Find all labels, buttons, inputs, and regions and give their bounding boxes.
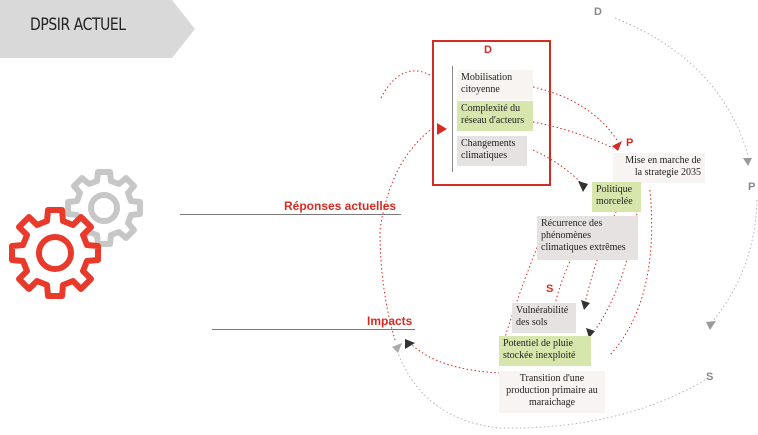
stage-d-outer: D (594, 6, 602, 18)
impacts-line (212, 329, 415, 330)
outer-arc-dp (614, 17, 749, 156)
arrow-complex-p (532, 121, 614, 149)
arrow-head-impact (405, 339, 415, 349)
arrow-response-loop (379, 127, 434, 341)
driver-box-complexite: Complexité du réseau d'acteurs (457, 101, 533, 131)
pressure-box-strategie: Mise en marche de la strategie 2035 (613, 153, 705, 183)
arrow-mob-p (532, 86, 618, 141)
arrow-top-loop (379, 70, 431, 101)
pressure-box-politique: Politique morcelée (592, 182, 641, 212)
outer-arc-ps (711, 199, 758, 323)
arrow-recur-s (504, 239, 541, 338)
stage-s-outer: S (706, 371, 714, 383)
responses-line (180, 214, 401, 215)
arrow-head-s1 (581, 300, 590, 310)
stage-p: P (626, 137, 634, 149)
outer-arc-si (394, 344, 706, 429)
stage-p-outer: P (748, 181, 756, 193)
outer-arrow-p (743, 158, 752, 166)
arrow-s-impact (411, 344, 501, 374)
arrow-head-impact-grey (392, 343, 402, 353)
section-tab: DPSIR ACTUEL (0, 0, 195, 58)
tab-shape (0, 0, 195, 58)
drivers-highlight (432, 40, 551, 186)
stage-d: D (484, 44, 492, 56)
gears-icon (9, 169, 143, 299)
arrow-head-p1 (612, 141, 622, 151)
arrow-head-pol (578, 181, 588, 192)
driver-box-changements: Changements climatiques (457, 136, 527, 166)
driver-box-mobilisation: Mobilisation citoyenne (457, 70, 533, 100)
arrow-head-s2 (586, 328, 595, 338)
state-box-potentiel: Potentiel de pluie stockée inexploité (499, 336, 591, 366)
page-title: DPSIR ACTUEL (30, 15, 126, 35)
pressure-box-recurrence: Récurrence des phénomènes climatiques ex… (537, 216, 638, 260)
impacts-label: Impacts (367, 314, 413, 328)
drivers-bar (452, 66, 453, 172)
arrow-head-d (437, 123, 447, 135)
state-box-transition: Transition d'une production primaire au … (499, 371, 605, 413)
arrow-p-s3 (609, 189, 653, 356)
state-box-vulnerabilite: Vulnérabilité des sols (512, 303, 576, 333)
responses-label: Réponses actuelles (284, 199, 397, 213)
stage-s: S (546, 283, 554, 295)
outer-arrow-s (706, 321, 716, 330)
arrow-recur-vuln (554, 239, 581, 306)
